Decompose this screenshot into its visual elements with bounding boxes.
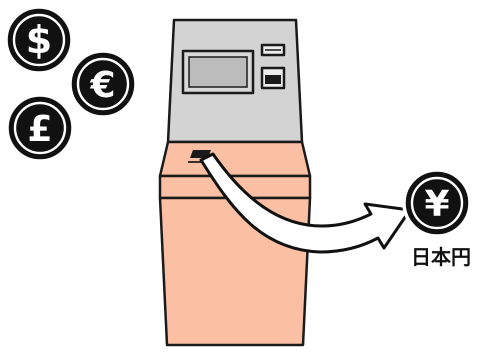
yen-caption: 日本円	[411, 245, 471, 269]
machine-screen	[188, 56, 248, 88]
yen-coin-icon: ¥	[402, 168, 472, 238]
euro-symbol: €	[89, 65, 115, 106]
pound-coin-icon: £	[5, 93, 75, 163]
machine-counter	[158, 140, 312, 178]
dollar-symbol: $	[26, 18, 52, 62]
dollar-coin-icon: $	[4, 5, 74, 75]
pound-symbol: £	[27, 109, 52, 150]
euro-coin-icon: €	[68, 49, 138, 119]
yen-symbol: ¥	[424, 184, 449, 225]
